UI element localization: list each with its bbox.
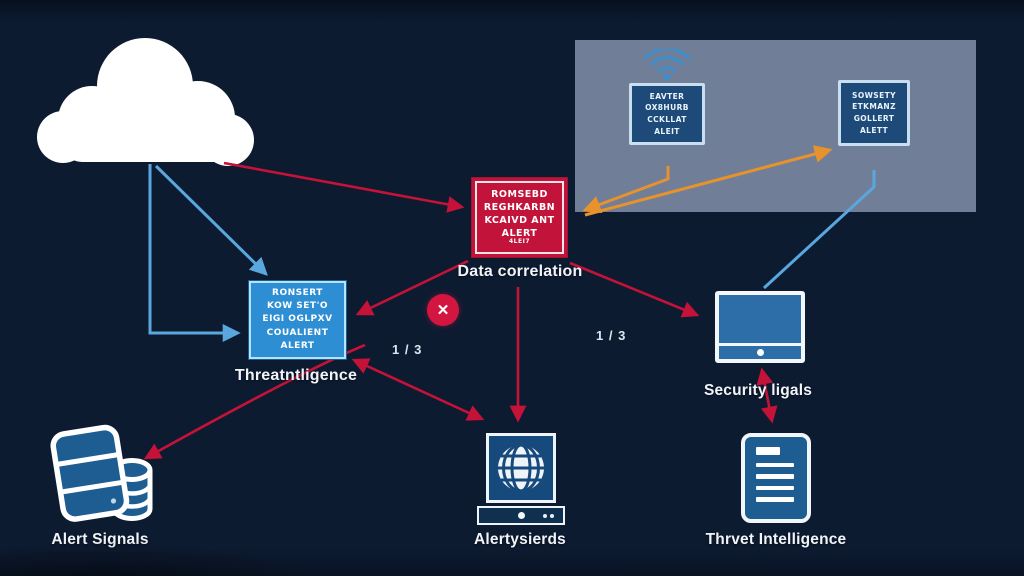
monitor1-text: EAVTER (649, 91, 685, 101)
threat-intelligence-box: RONSERT KOW SET'O EIGI OGLPXV COUALIENT … (249, 281, 346, 359)
doc-title-bar (756, 447, 780, 455)
monitor-bottom-bar (719, 346, 801, 359)
monitor-screen (719, 295, 801, 343)
monitor2-text: SOWSETY (852, 90, 896, 100)
x-mark: ✕ (436, 302, 450, 319)
line-monitor2-to-security (762, 170, 876, 290)
wifi-icon (643, 49, 691, 81)
server-stack (50, 424, 130, 522)
panel-monitor-2-screen: SOWSETY ETKMANZ GOLLERT ALETT (838, 80, 910, 146)
monitor2-text: ETKMANZ (852, 102, 896, 112)
globe-icon (498, 443, 544, 493)
doc-line (756, 497, 795, 503)
intelligence-text: ALERT (280, 340, 315, 351)
arrow-cloud-to-intelligence-elbow (148, 164, 241, 342)
doc-line (756, 474, 795, 479)
monitor1-text: ALEIT (654, 126, 680, 136)
arrow-correlation-to-monitor2 (584, 145, 833, 217)
arrow-cloud-to-intelligence-diagonal (154, 164, 268, 276)
correlation-text: REGHKARBN (483, 202, 556, 214)
document-icon (741, 433, 811, 523)
arrow-cloud-to-correlation (223, 161, 465, 213)
intelligence-text: COUALIENT (266, 327, 329, 338)
monitor1-text: CCKLLAT (647, 115, 687, 124)
intelligence-text: EIGI OGLPXV (262, 314, 333, 325)
doc-line (756, 462, 795, 468)
data-correlation-label: Data correlation (457, 263, 583, 280)
x-circle-icon: ✕ (427, 294, 459, 326)
alert-systems-label: Alertysierds (473, 531, 566, 548)
database-icon (50, 424, 153, 522)
intelligence-text: RONSERT (272, 288, 323, 299)
monitor2-text: ALETT (859, 125, 889, 135)
power-dot (756, 349, 764, 356)
intelligence-text: KOW SET'O (267, 301, 328, 312)
doc-line (756, 485, 795, 491)
threat-intelligence-label: Threatntligence (234, 367, 358, 384)
alert-signals-label: Alert Signals (51, 531, 149, 548)
fraction-left: 1 / 3 (392, 342, 423, 357)
correlation-text: KCAIVD ANT (484, 214, 555, 226)
cloud-icon (37, 38, 254, 166)
correlation-subtext: 4LEI7 (508, 237, 530, 245)
monitor1-text: OX8HURB (645, 103, 689, 113)
correlation-text: ROMSEBD (491, 189, 548, 201)
security-signals-label: Security ligals (703, 382, 813, 399)
fraction-right: 1 / 3 (596, 328, 627, 343)
panel-monitor-1-screen: EAVTER OX8HURB CCKLLAT ALEIT (629, 83, 705, 145)
security-monitor-icon (715, 291, 805, 363)
arrow-to-alert-signals (143, 343, 366, 460)
data-correlation-box: ROMSEBD REGHKARBN KCAIVD ANT ALERT 4LEI7 (471, 177, 568, 258)
monitor2-text: GOLLERT (853, 114, 895, 123)
globe-terminal-icon (486, 433, 556, 503)
threat-intelligence-doc-label: Thrvet Intelligence (705, 531, 847, 548)
